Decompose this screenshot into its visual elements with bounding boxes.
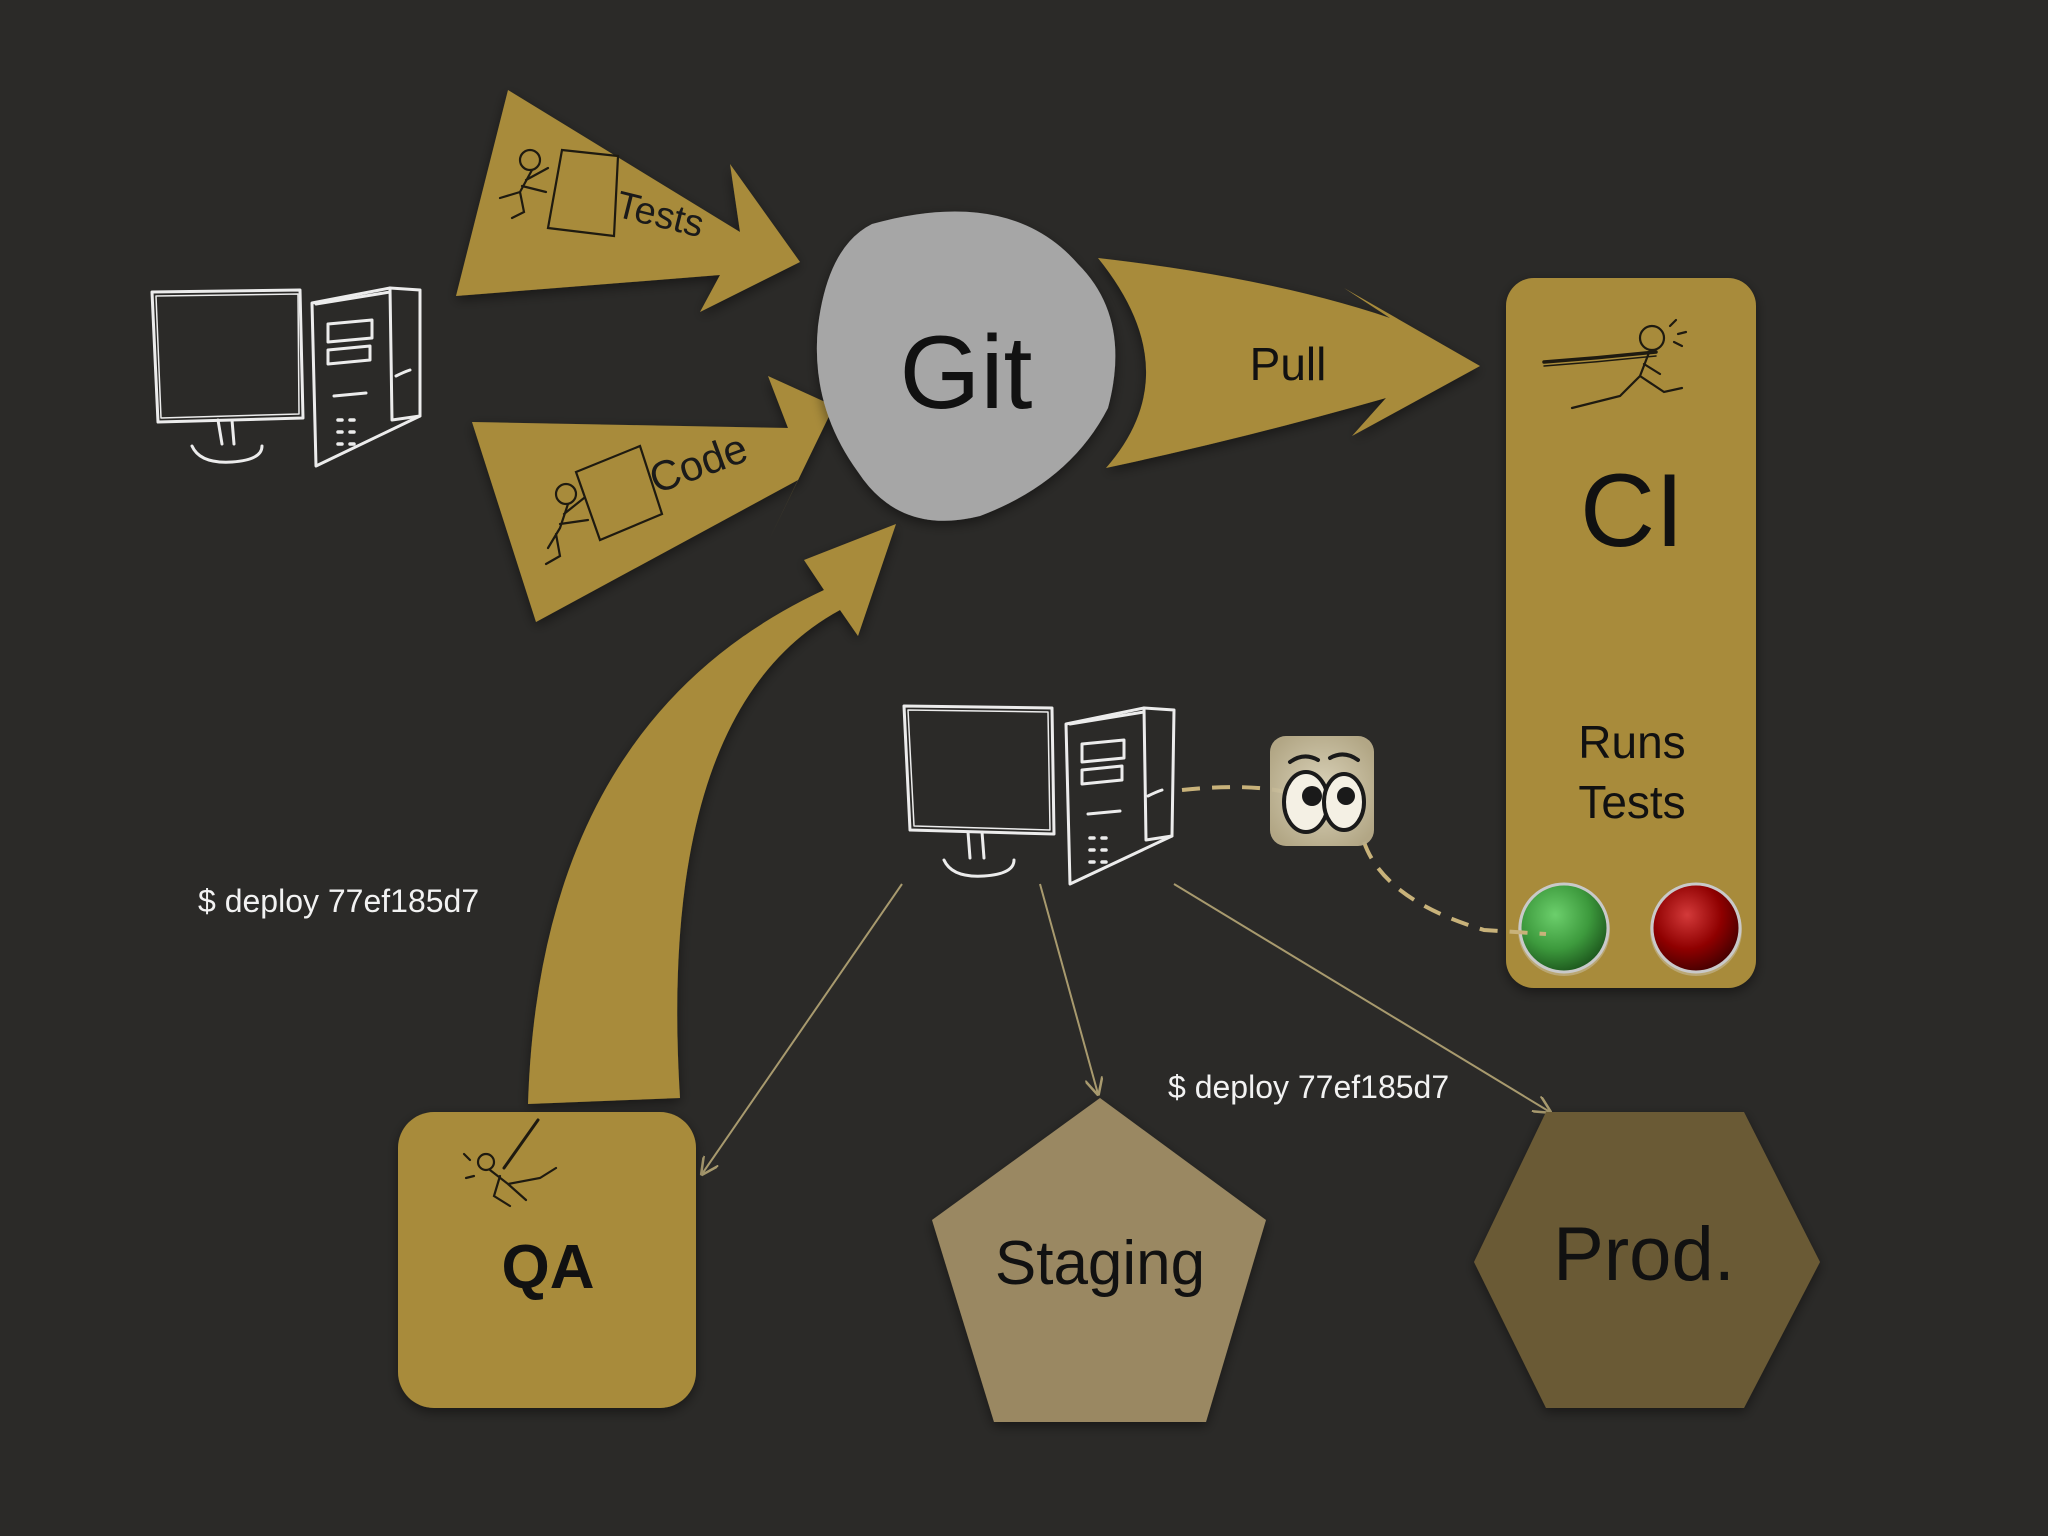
pull-arrow-label: Pull xyxy=(1250,338,1327,390)
qa-to-git-arrow xyxy=(528,524,896,1104)
deploy-command-bottom: $ deploy 77ef185d7 xyxy=(1168,1069,1449,1105)
watch-link-dashed xyxy=(1181,785,1547,936)
rope-pulling-figure-icon xyxy=(1542,318,1688,410)
climbing-figure-icon xyxy=(462,1118,558,1208)
pull-arrow: Pull xyxy=(1098,258,1480,468)
staging-node-label: Staging xyxy=(995,1229,1205,1298)
pushing-figure-icon xyxy=(544,444,664,566)
tests-failed-button[interactable] xyxy=(1650,882,1742,976)
git-node-label: Git xyxy=(900,315,1033,431)
ci-node-label: CI xyxy=(1580,453,1684,569)
pushing-figure-icon xyxy=(498,148,620,238)
deploy-to-qa-arrow xyxy=(702,883,903,1174)
git-repository-node: Git xyxy=(816,211,1116,521)
deploy-workstation-icon xyxy=(902,704,1176,886)
deploy-to-prod-arrow xyxy=(1173,883,1550,1112)
deploy-to-staging-arrow xyxy=(1039,883,1098,1094)
deploy-command-left: $ deploy 77ef185d7 xyxy=(198,883,479,919)
ci-status-line-2: Tests xyxy=(1578,776,1685,828)
googly-eyes-icon xyxy=(1270,736,1374,846)
code-arrow: Code xyxy=(472,376,834,622)
ci-server-panel: CI Runs Tests xyxy=(1506,278,1756,988)
developer-workstation-icon xyxy=(150,286,422,468)
ci-status-line-1: Runs xyxy=(1578,716,1685,768)
prod-node-label: Prod. xyxy=(1553,1212,1735,1297)
tests-arrow: Tests xyxy=(456,90,800,312)
qa-environment-node: QA xyxy=(398,1112,696,1408)
tests-passed-button[interactable] xyxy=(1518,882,1610,976)
staging-environment-node: Staging xyxy=(932,1098,1266,1422)
qa-node-label: QA xyxy=(502,1233,595,1302)
production-environment-node: Prod. xyxy=(1474,1112,1820,1408)
